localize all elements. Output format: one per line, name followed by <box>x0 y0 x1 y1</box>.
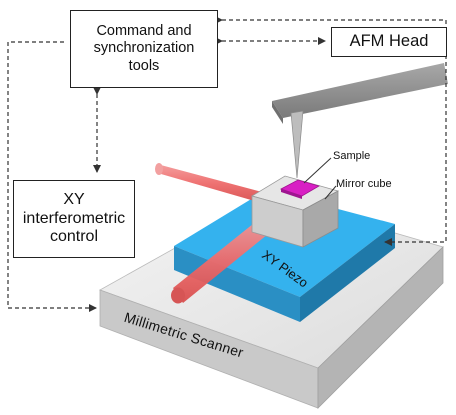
sample-pointer-line <box>303 157 332 184</box>
scanner-right-face <box>317 246 444 409</box>
command-box-line-3: tools <box>128 57 160 74</box>
mirror-cube-label: Mirror cube <box>336 178 392 190</box>
xy-box-line-2: interferometric <box>22 209 126 227</box>
command-box-line-2: synchronization <box>93 40 195 57</box>
arrow-loop-to-piezo <box>215 16 447 246</box>
xy-box-line-1: XY <box>63 190 85 208</box>
sample-label: Sample <box>333 150 371 162</box>
laser-beam-back <box>155 163 262 202</box>
xy-interferometric-control-box: XY interferometric control <box>13 180 135 258</box>
piezo-right-face <box>300 224 395 322</box>
xy-box-line-3: control <box>49 228 99 246</box>
afm-head-box: AFM Head <box>331 27 447 57</box>
arrow-loop-to-scanner <box>7 41 97 312</box>
command-sync-tools-box: Command and synchronization tools <box>70 10 218 88</box>
afm-head-label: AFM Head <box>349 32 429 51</box>
command-box-line-1: Command and <box>96 23 192 40</box>
afm-cantilever-top <box>272 63 448 118</box>
connection-arrows <box>7 16 447 312</box>
afm-tip <box>290 110 304 179</box>
